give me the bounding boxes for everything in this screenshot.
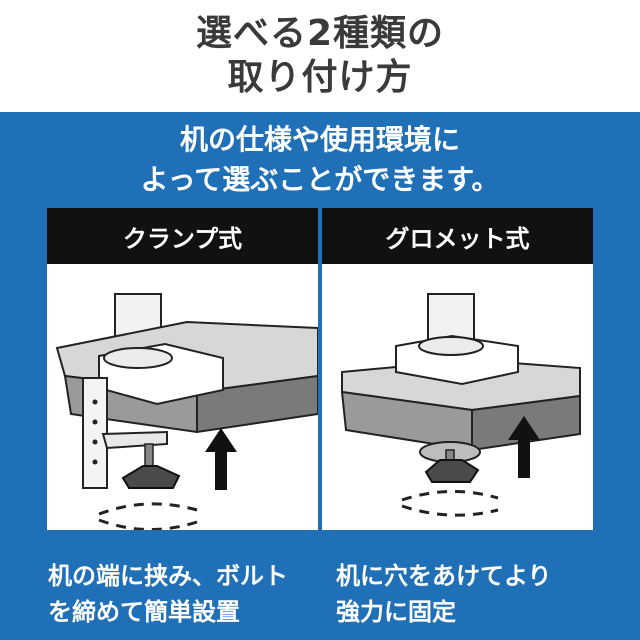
- grommet-panel: グロメット式: [322, 208, 593, 530]
- subtitle-line-2: よって選ぶことができます。: [140, 163, 500, 196]
- grommet-panel-header: グロメット式: [322, 208, 593, 264]
- grommet-caption-line-2: 強力に固定: [336, 598, 456, 626]
- plate-hole: [92, 459, 98, 465]
- grommet-illustration: [340, 293, 581, 517]
- clamp-arm: [101, 430, 168, 450]
- grommet-panel-title: グロメット式: [385, 224, 530, 253]
- pole-collar: [103, 347, 173, 369]
- subtitle-line-1: 机の仕様や使用環境に: [179, 123, 460, 156]
- knob: [424, 459, 480, 483]
- plate-hole: [92, 439, 98, 445]
- pole-collar: [418, 336, 484, 356]
- rotate-icon: [401, 490, 499, 502]
- clamp-caption-line-1: 机の端に挟み、ボルト: [48, 562, 288, 590]
- clamp-illustration: [55, 293, 318, 530]
- clamp-caption-line-2: を締めて簡単設置: [48, 598, 240, 626]
- plate-hole: [92, 419, 98, 425]
- clamp-caption: 机の端に挟み、ボルト を締めて簡単設置: [48, 558, 348, 630]
- grommet-caption-line-1: 机に穴をあけてより: [336, 562, 552, 590]
- clamp-panel: クランプ式: [47, 208, 318, 530]
- clamp-panel-title: クランプ式: [122, 224, 243, 253]
- grommet-caption: 机に穴をあけてより 強力に固定: [336, 558, 636, 630]
- title-line-1: 選べる2種類の: [195, 13, 445, 54]
- clamp-panel-header: クランプ式: [47, 208, 318, 264]
- knob: [121, 465, 181, 489]
- rotate-icon: [98, 502, 198, 516]
- blue-section: 机の仕様や使用環境に よって選ぶことができます。 クランプ式: [0, 112, 640, 640]
- plate-hole: [92, 399, 98, 405]
- up-arrow-icon: [508, 416, 540, 478]
- title-line-2: 取り付け方: [227, 57, 413, 98]
- title-area: 選べる2種類の 取り付け方: [0, 0, 640, 112]
- subtitle: 机の仕様や使用環境に よって選ぶことができます。: [0, 120, 640, 200]
- up-arrow-icon: [205, 428, 237, 490]
